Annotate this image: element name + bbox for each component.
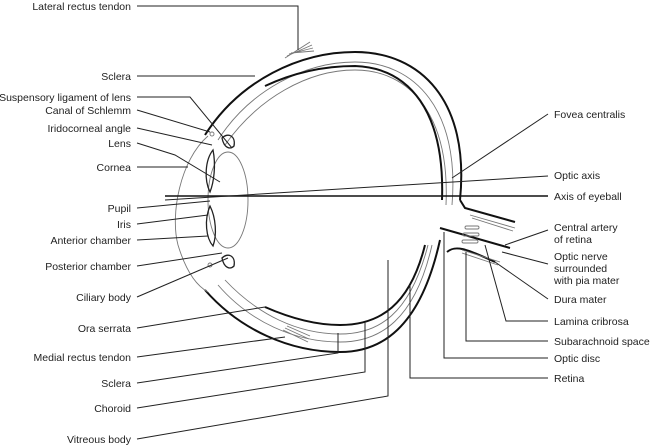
label-subarachnoid-space: Subarachnoid space bbox=[554, 336, 650, 348]
label-posterior-chamber: Posterior chamber bbox=[45, 261, 131, 273]
cornea bbox=[174, 135, 209, 293]
label-cornea: Cornea bbox=[97, 162, 132, 174]
choroid-line-top bbox=[217, 61, 454, 206]
label-pupil: Pupil bbox=[108, 203, 131, 215]
retina-line-top bbox=[224, 69, 447, 206]
optic-axis bbox=[164, 175, 549, 201]
eyeball bbox=[204, 50, 516, 354]
inner-wall-bottom bbox=[264, 244, 426, 327]
label-retina: Retina bbox=[554, 373, 585, 385]
medial-rectus-tendon bbox=[282, 325, 311, 343]
inner-wall-top bbox=[264, 64, 444, 201]
lens bbox=[207, 151, 249, 249]
lateral-rectus-tendon bbox=[284, 41, 315, 59]
label-vitreous-body: Vitreous body bbox=[67, 434, 132, 446]
ciliary-lower bbox=[221, 254, 235, 269]
label-medial-rectus-tendon: Medial rectus tendon bbox=[34, 352, 132, 364]
sclera-outer-bottom bbox=[204, 239, 441, 354]
label-sclera-top: Sclera bbox=[101, 71, 131, 83]
label-lateral-rectus-tendon: Lateral rectus tendon bbox=[32, 1, 131, 13]
label-optic-nerve-1: Optic nerve bbox=[554, 251, 608, 263]
label-iridocorneal-angle: Iridocorneal angle bbox=[48, 123, 132, 135]
label-lamina-cribrosa: Lamina cribrosa bbox=[554, 316, 629, 328]
optic-nerve-upper bbox=[459, 199, 516, 223]
label-choroid: Choroid bbox=[94, 403, 131, 415]
label-ciliary-body: Ciliary body bbox=[76, 292, 132, 304]
label-lens: Lens bbox=[108, 138, 131, 150]
label-dura-mater: Dura mater bbox=[554, 294, 607, 306]
label-anterior-chamber: Anterior chamber bbox=[50, 235, 131, 247]
label-optic-nerve-2: surrounded bbox=[554, 263, 607, 275]
leader-lines-left bbox=[136, 5, 389, 440]
leader-lines-right bbox=[409, 113, 549, 379]
label-optic-disc: Optic disc bbox=[554, 353, 600, 365]
optic-nerve-fibers bbox=[461, 214, 516, 266]
iris-upper bbox=[205, 148, 216, 194]
label-fovea-centralis: Fovea centralis bbox=[554, 109, 625, 121]
label-central-artery-2: of retina bbox=[554, 234, 592, 246]
label-optic-nerve-3: with pia mater bbox=[553, 275, 620, 287]
label-central-artery-1: Central artery bbox=[554, 222, 618, 234]
label-iris: Iris bbox=[117, 219, 131, 231]
sclera-outer bbox=[204, 50, 463, 201]
label-optic-axis: Optic axis bbox=[554, 170, 600, 182]
label-suspensory-ligament: Suspensory ligament of lens bbox=[0, 92, 131, 104]
optic-nerve-lower bbox=[446, 247, 496, 263]
canal-of-schlemm-upper bbox=[209, 131, 215, 137]
label-sclera-bottom: Sclera bbox=[101, 378, 131, 390]
optic-nerve-sheath bbox=[439, 227, 511, 249]
label-canal-of-schlemm: Canal of Schlemm bbox=[45, 105, 131, 117]
retina-line-bottom bbox=[224, 244, 429, 335]
iris-lower bbox=[205, 204, 217, 248]
label-axis-of-eyeball: Axis of eyeball bbox=[554, 191, 622, 203]
label-ora-serrata: Ora serrata bbox=[78, 323, 131, 335]
ciliary-upper bbox=[221, 134, 235, 149]
choroid-line-bottom bbox=[217, 244, 433, 343]
